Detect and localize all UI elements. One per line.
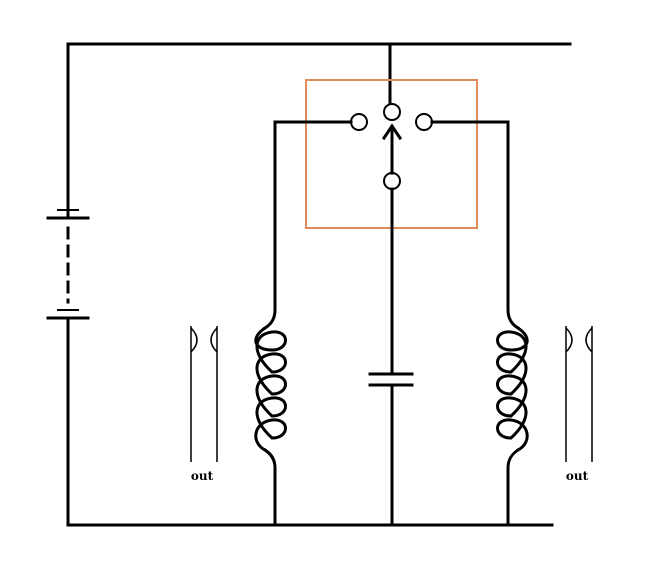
left-pickup-coil: out [190,326,218,483]
battery [46,209,90,320]
switch-contact-left [350,113,368,131]
capacitor-branch [368,187,414,527]
left-out-label: out [191,469,214,483]
switch-contact-top [383,103,401,121]
rotary-switch [305,79,478,229]
bottom-rail-wire [66,316,554,527]
left-inductor-branch [254,120,353,527]
switch-arrow [381,123,403,141]
right-inductor [496,325,529,453]
right-inductor-branch [430,120,529,527]
switch-contact-right [415,113,433,131]
right-pickup-coil: out [565,326,593,483]
top-rail-wire [66,42,572,217]
switch-pivot [383,172,401,190]
left-inductor [254,325,287,453]
right-out-label: out [566,469,589,483]
